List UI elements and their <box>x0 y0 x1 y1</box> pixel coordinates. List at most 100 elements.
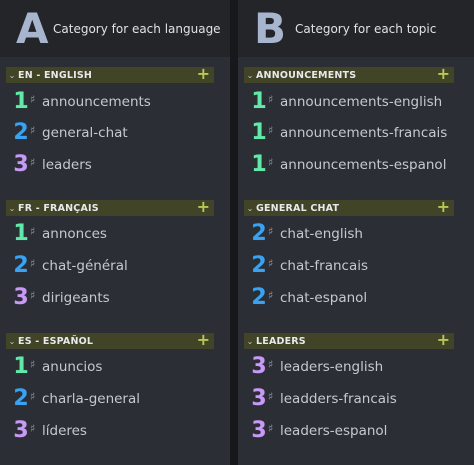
channel-name: charla-general <box>42 391 141 407</box>
number-one-emoji: 1 <box>251 120 267 145</box>
category-name: ES - ESPAÑOL <box>18 335 94 347</box>
hash-icon: ♯ <box>30 256 36 270</box>
channel-name: dirigeants <box>42 290 110 306</box>
channel-name: leaders <box>42 157 92 173</box>
category-header[interactable]: ⌄ EN - ENGLISH + <box>6 64 214 83</box>
panel-header: B Category for each topic <box>238 0 474 57</box>
number-two-emoji: 2 <box>13 120 29 145</box>
panel-b: B Category for each topic ⌄ ANNOUNCEMENT… <box>238 0 474 465</box>
channel-item[interactable]: 2 ♯ charla-general <box>12 386 140 412</box>
panel-letter: B <box>254 4 287 53</box>
hash-icon: ♯ <box>268 155 274 169</box>
hash-icon: ♯ <box>268 256 274 270</box>
hash-icon: ♯ <box>30 421 36 435</box>
add-channel-icon[interactable]: + <box>436 330 450 349</box>
channel-name: chat-espanol <box>280 290 368 306</box>
channel-item[interactable]: 3 ♯ leadders-francais <box>250 386 397 412</box>
channel-item[interactable]: 3 ♯ dirigeants <box>12 285 110 311</box>
panel-title: Category for each language <box>53 22 221 36</box>
chevron-down-icon: ⌄ <box>246 203 254 213</box>
number-two-emoji: 2 <box>251 253 267 278</box>
category-fr: ⌄ FR - FRANÇAIS + 1 ♯ annonces 2 ♯ chat-… <box>0 197 230 465</box>
category-header[interactable]: ⌄ ANNOUNCEMENTS + <box>244 64 454 83</box>
category-header[interactable]: ⌄ ES - ESPAÑOL + <box>6 330 214 349</box>
channel-name: anuncios <box>42 359 103 375</box>
number-three-emoji: 3 <box>13 418 29 443</box>
add-channel-icon[interactable]: + <box>436 64 450 83</box>
channel-item[interactable]: 2 ♯ chat-francais <box>250 253 368 279</box>
hash-icon: ♯ <box>268 92 274 106</box>
hash-icon: ♯ <box>30 123 36 137</box>
number-three-emoji: 3 <box>251 354 267 379</box>
number-one-emoji: 1 <box>251 152 267 177</box>
channel-item[interactable]: 1 ♯ annonces <box>12 221 107 247</box>
channel-item[interactable]: 2 ♯ general-chat <box>12 120 128 146</box>
number-one-emoji: 1 <box>13 354 29 379</box>
channel-name: chat-général <box>42 258 128 274</box>
hash-icon: ♯ <box>30 389 36 403</box>
add-channel-icon[interactable]: + <box>436 197 450 216</box>
category-name: GENERAL CHAT <box>256 202 340 214</box>
category-name: EN - ENGLISH <box>18 69 93 81</box>
number-one-emoji: 1 <box>251 89 267 114</box>
category-header[interactable]: ⌄ LEADERS + <box>244 330 454 349</box>
channel-name: announcements-english <box>280 94 443 110</box>
channel-name: announcements-francais <box>280 125 448 141</box>
category-name: FR - FRANÇAIS <box>18 202 99 214</box>
channel-name: annonces <box>42 226 107 242</box>
panel-divider <box>230 0 238 465</box>
channel-item[interactable]: 1 ♯ announcements <box>12 89 151 115</box>
category-name: ANNOUNCEMENTS <box>256 69 357 81</box>
hash-icon: ♯ <box>268 224 274 238</box>
channel-item[interactable]: 1 ♯ anuncios <box>12 354 102 380</box>
panel-header: A Category for each language <box>0 0 230 57</box>
channel-name: leaders-espanol <box>280 423 388 439</box>
chevron-down-icon: ⌄ <box>246 70 254 80</box>
channel-item[interactable]: 2 ♯ chat-english <box>250 221 363 247</box>
hash-icon: ♯ <box>268 288 274 302</box>
hash-icon: ♯ <box>268 357 274 371</box>
channel-item[interactable]: 2 ♯ chat-général <box>12 253 128 279</box>
category-leaders: ⌄ LEADERS + 3 ♯ leaders-english 3 ♯ lead… <box>238 330 474 465</box>
number-three-emoji: 3 <box>13 152 29 177</box>
number-two-emoji: 2 <box>13 253 29 278</box>
channel-item[interactable]: 3 ♯ líderes <box>12 418 87 444</box>
chevron-down-icon: ⌄ <box>8 203 16 213</box>
hash-icon: ♯ <box>30 92 36 106</box>
category-header[interactable]: ⌄ GENERAL CHAT + <box>244 197 454 216</box>
chevron-down-icon: ⌄ <box>8 70 16 80</box>
channel-name: líderes <box>42 423 87 439</box>
add-channel-icon[interactable]: + <box>196 64 210 83</box>
number-one-emoji: 1 <box>13 89 29 114</box>
add-channel-icon[interactable]: + <box>196 197 210 216</box>
channel-item[interactable]: 1 ♯ announcements-francais <box>250 120 447 146</box>
channel-item[interactable]: 1 ♯ announcements-espanol <box>250 152 446 178</box>
channel-name: leadders-francais <box>280 391 397 407</box>
number-one-emoji: 1 <box>13 221 29 246</box>
hash-icon: ♯ <box>30 288 36 302</box>
channel-item[interactable]: 3 ♯ leaders-english <box>250 354 383 380</box>
channel-item[interactable]: 3 ♯ leaders <box>12 152 92 178</box>
category-general-chat: ⌄ GENERAL CHAT + 2 ♯ chat-english 2 ♯ ch… <box>238 197 474 465</box>
number-two-emoji: 2 <box>251 285 267 310</box>
channel-name: leaders-english <box>280 359 384 375</box>
hash-icon: ♯ <box>30 224 36 238</box>
number-three-emoji: 3 <box>251 418 267 443</box>
channel-name: general-chat <box>42 125 128 141</box>
hash-icon: ♯ <box>268 389 274 403</box>
hash-icon: ♯ <box>268 123 274 137</box>
number-three-emoji: 3 <box>13 285 29 310</box>
panel-letter: A <box>16 4 49 53</box>
channel-name: announcements <box>42 94 151 110</box>
channel-name: chat-english <box>280 226 363 242</box>
channel-item[interactable]: 2 ♯ chat-espanol <box>250 285 367 311</box>
category-name: LEADERS <box>256 335 306 347</box>
channel-item[interactable]: 3 ♯ leaders-espanol <box>250 418 387 444</box>
channel-item[interactable]: 1 ♯ announcements-english <box>250 89 442 115</box>
chevron-down-icon: ⌄ <box>246 336 254 346</box>
hash-icon: ♯ <box>268 421 274 435</box>
add-channel-icon[interactable]: + <box>196 330 210 349</box>
category-header[interactable]: ⌄ FR - FRANÇAIS + <box>6 197 214 216</box>
hash-icon: ♯ <box>30 357 36 371</box>
number-two-emoji: 2 <box>13 386 29 411</box>
